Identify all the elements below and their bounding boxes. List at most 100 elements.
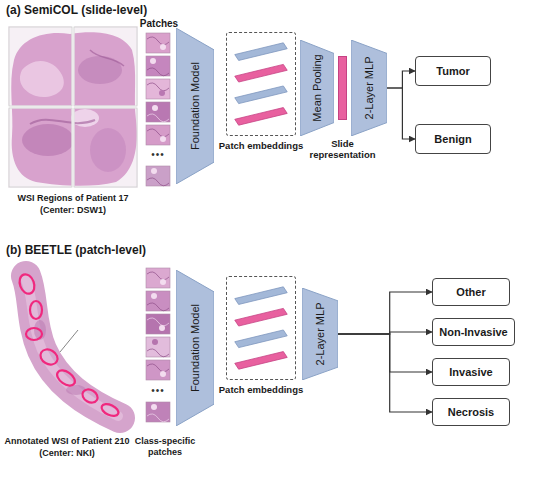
class-box: Invasive (432, 358, 510, 386)
caption-label: Slide representation (306, 139, 380, 161)
layer-shape (300, 40, 334, 136)
tissue-lumen (20, 61, 64, 97)
layer-shape (176, 28, 214, 184)
embedding-vector (235, 308, 287, 326)
patch-texture (147, 349, 169, 357)
annotation-outline (38, 346, 61, 367)
embedding-vector (235, 352, 287, 370)
block-label: Mean Pooling (311, 54, 324, 121)
column-label: Class-specific patches (132, 436, 198, 458)
patch-texture (147, 68, 169, 76)
patch-thumbnail (146, 33, 170, 53)
class-label: Non-Invasive (439, 326, 507, 339)
patch-thumbnail (146, 268, 170, 288)
patch-thumbnail (146, 291, 170, 311)
ellipsis: ••• (151, 149, 165, 161)
embedding-bars (227, 33, 295, 135)
tissue (26, 276, 120, 418)
patch-texture (147, 272, 169, 280)
patch-column (146, 33, 170, 186)
patch-texture (147, 114, 169, 122)
image-caption: WSI Regions of Patient 17 (17, 193, 128, 204)
slide-line (60, 330, 78, 352)
branch-arrow (387, 71, 415, 88)
slide-vector: Slide representation (338, 56, 347, 120)
patch-thumbnail (146, 102, 170, 122)
patch-texture (150, 58, 156, 64)
patch-thumbnail (146, 314, 170, 334)
patch-thumbnail (146, 402, 170, 422)
image-caption: Annotated WSI of Patient 210 (4, 436, 129, 447)
region-frame (74, 108, 137, 187)
patch-thumbnail (146, 337, 170, 357)
tissue-region (90, 128, 126, 172)
patch-column (146, 268, 170, 422)
block-label: Foundation Model (189, 304, 202, 392)
panel-heading: (a) SemiCOL (slide-level) (6, 3, 147, 17)
class-label: Tumor (436, 65, 469, 78)
class-label: Necrosis (448, 406, 494, 419)
slide-background (8, 26, 138, 188)
patch-thumbnail (146, 79, 170, 99)
patch-texture (147, 129, 169, 137)
ellipsis: ••• (151, 385, 165, 397)
embedding-vector (235, 108, 287, 126)
tissue-fiber (30, 120, 95, 124)
embedding-vector (235, 287, 287, 305)
caption-label: Patch embeddings (206, 385, 316, 396)
pooling-layer: Mean Pooling (300, 40, 334, 136)
patch-texture (147, 364, 169, 372)
patch-texture (147, 318, 169, 326)
embedding-group: Patch embeddings (226, 32, 296, 136)
tissue-core (26, 280, 118, 416)
block-label: Foundation Model (189, 62, 202, 150)
class-box: Other (432, 278, 510, 306)
embedding-vector (235, 330, 287, 348)
class-box: Necrosis (432, 398, 510, 426)
annotation-outline (30, 301, 42, 319)
wsi-regions-image (8, 26, 138, 188)
embedding-group: Patch embeddings (226, 276, 296, 380)
embedding-vector (235, 86, 287, 104)
annotation-outline (26, 328, 42, 340)
tissue-region (22, 124, 74, 156)
region-frame (9, 27, 72, 106)
trapezoid-block (351, 40, 387, 136)
branch-arrow (387, 88, 415, 139)
patch-texture (147, 37, 169, 45)
branch-arrow (338, 334, 432, 412)
patch-texture (160, 371, 166, 377)
patch-texture (147, 414, 169, 422)
layer-shape (302, 288, 338, 380)
mlp-head: 2-Layer MLP (351, 40, 387, 136)
class-label: Benign (434, 133, 471, 146)
trapezoid-block (176, 270, 214, 426)
class-box: Benign (415, 124, 491, 154)
foundation-model: Foundation Model (176, 28, 214, 184)
patch-texture (147, 83, 169, 91)
class-label: Other (456, 286, 485, 299)
patch-texture (151, 293, 157, 299)
patch-texture (151, 168, 157, 174)
class-box: Non-Invasive (432, 318, 515, 346)
class-label: Invasive (449, 366, 492, 379)
annotation-outline (17, 272, 37, 296)
caption-label: Patch embeddings (206, 141, 316, 152)
panel-heading: (b) BEETLE (patch-level) (6, 243, 146, 257)
block-label: 2-Layer MLP (314, 303, 327, 366)
patch-thumbnail (146, 360, 170, 380)
patch-texture (160, 44, 166, 50)
trapezoid-block (176, 28, 214, 184)
tissue-fiber (90, 50, 124, 66)
patch-texture (147, 178, 169, 186)
center-caption: (Center: NKI) (39, 448, 95, 459)
patch-thumbnail (146, 125, 170, 145)
patch-texture (147, 303, 169, 311)
foundation-model: Foundation Model (176, 270, 214, 426)
column-label: Patches (140, 18, 178, 30)
class-box: Tumor (415, 56, 491, 86)
